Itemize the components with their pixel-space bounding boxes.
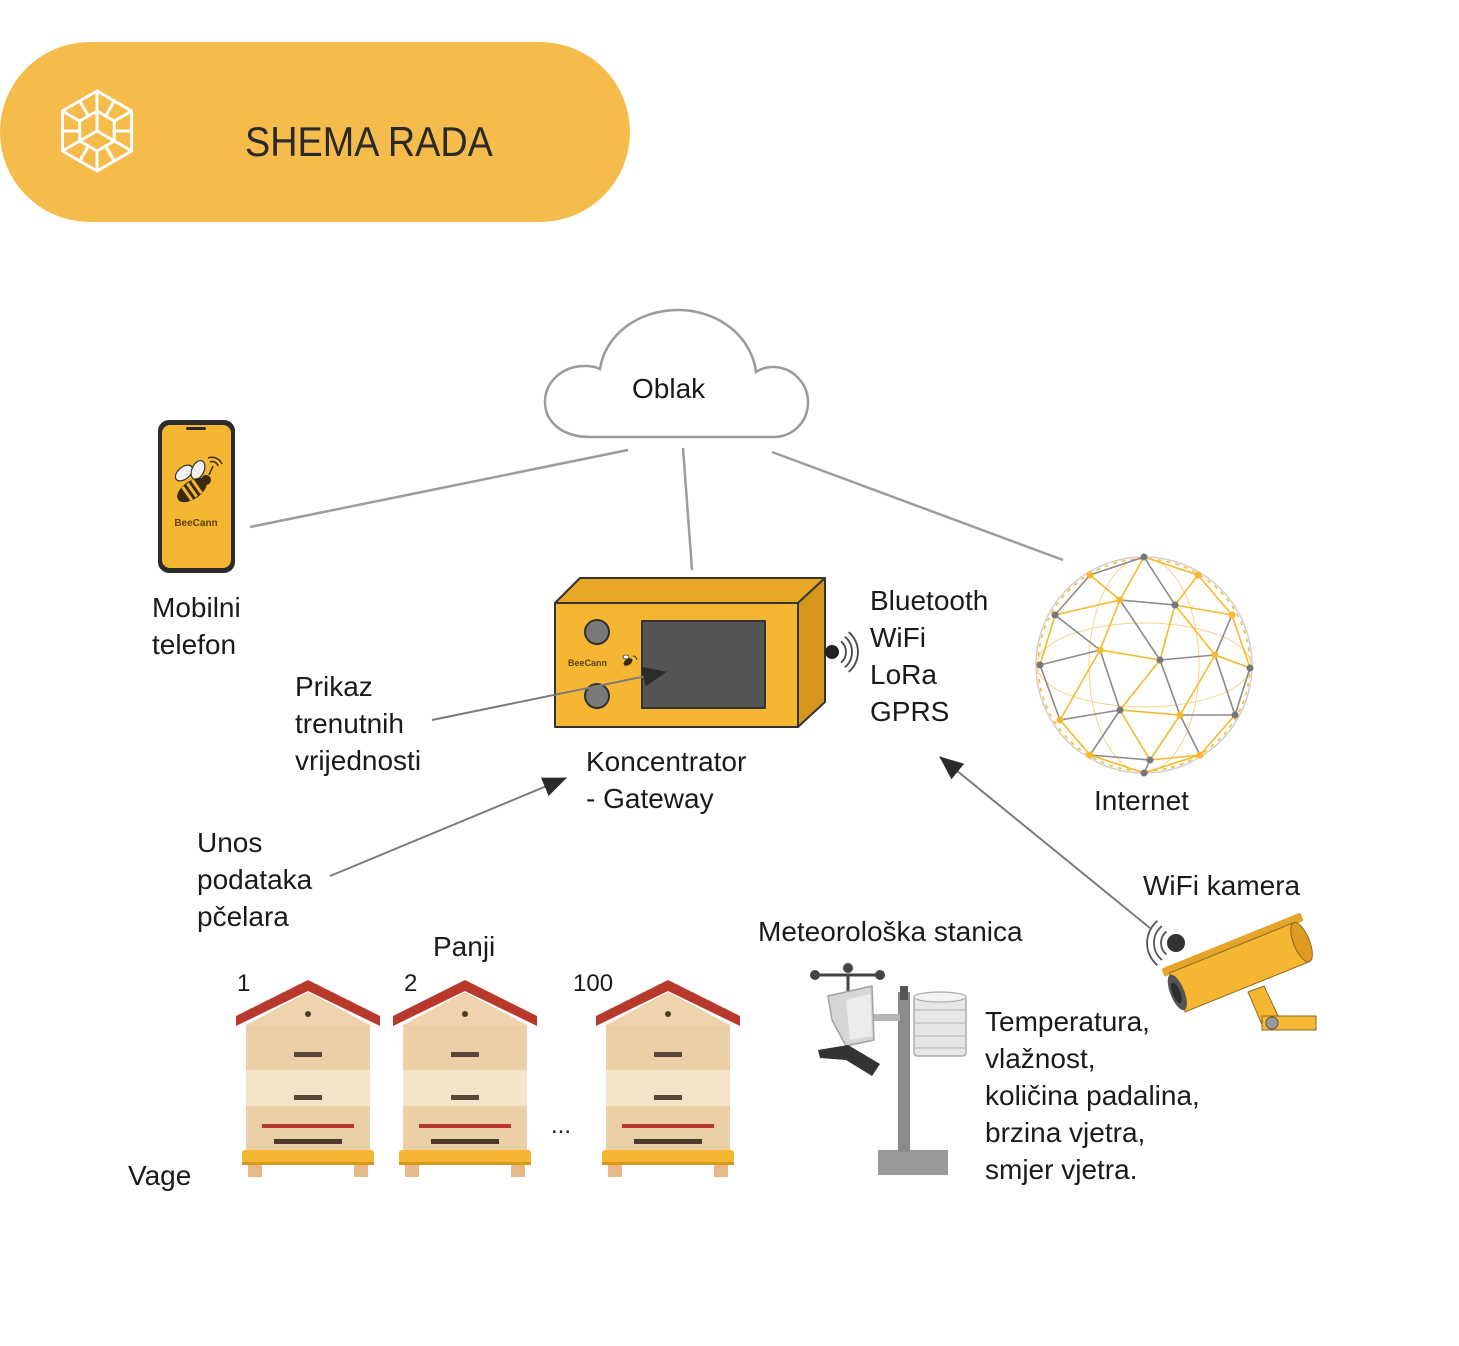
weather-station-label: Meteorološka stanica xyxy=(758,916,1023,947)
measurement-item: brzina vjetra, xyxy=(985,1117,1146,1148)
connectivity-list: Bluetooth WiFi LoRa GPRS xyxy=(870,582,988,730)
gateway-button-bottom xyxy=(584,683,610,709)
scales-label: Vage xyxy=(128,1160,192,1191)
anemometer xyxy=(810,963,885,992)
arrow-display-to-screen xyxy=(431,666,667,721)
globe-network-icon xyxy=(1035,553,1254,777)
gateway-label: Koncentrator - Gateway xyxy=(586,743,746,817)
station-base xyxy=(878,1150,948,1175)
gateway-bee-icon xyxy=(622,654,638,666)
measurement-item: količina padalina, xyxy=(985,1080,1200,1111)
hive-roof xyxy=(236,980,380,1026)
beehive-100 xyxy=(596,980,740,1177)
phone-label: Mobilni telefon xyxy=(152,589,241,663)
station-pole-cap xyxy=(900,986,908,1000)
mobile-phone: BeeCann xyxy=(158,420,235,573)
hive-ellipsis: ... xyxy=(551,1112,572,1139)
hive-roof xyxy=(393,980,537,1026)
weather-station xyxy=(810,963,967,1175)
cloud-label: Oblak xyxy=(632,373,706,404)
flow-arrows xyxy=(329,666,1151,929)
header-banner xyxy=(0,42,630,222)
hexagon-cubes-strokes xyxy=(60,89,134,173)
input-note-line: pčelara xyxy=(197,901,289,932)
camera-mount-joint xyxy=(1265,1016,1279,1030)
wireless-signal-icon xyxy=(825,631,859,673)
hive-number: 1 xyxy=(237,970,251,997)
phone-brand-logo: BeeCann xyxy=(174,518,217,529)
hive-scale xyxy=(602,1150,734,1164)
gateway-label-line: - Gateway xyxy=(586,783,714,814)
cloud-connectors xyxy=(249,447,1064,571)
gateway-top-face xyxy=(554,577,826,604)
measurement-item: Temperatura, xyxy=(985,1006,1150,1037)
sensor-housing-front xyxy=(846,994,872,1040)
gateway-side-face xyxy=(797,577,826,728)
hives-label: Panji xyxy=(433,931,496,962)
gateway-button-top xyxy=(584,619,610,645)
gateway-device xyxy=(554,577,826,728)
phone-speaker xyxy=(186,427,206,430)
gateway-screen xyxy=(641,620,766,709)
gateway-label-line: Koncentrator xyxy=(586,746,747,777)
display-note-line: vrijednosti xyxy=(295,745,422,776)
hexagon-cubes-icon xyxy=(60,89,134,173)
input-note: Unos podataka pčelara xyxy=(197,824,312,935)
hive-scale xyxy=(242,1150,374,1164)
page-title: SHEMA RADA xyxy=(245,118,493,165)
connectivity-item: Bluetooth xyxy=(870,585,989,616)
connector-cloud-internet xyxy=(771,450,1064,562)
connectivity-item: GPRS xyxy=(870,696,950,727)
beehive-1 xyxy=(236,980,380,1177)
wifi-camera xyxy=(1146,913,1317,1031)
hive-number: 100 xyxy=(573,970,614,997)
connectivity-item: LoRa xyxy=(870,659,937,690)
hive-roof xyxy=(596,980,740,1026)
radiation-shield xyxy=(913,991,967,1057)
station-cross-arm xyxy=(858,1014,900,1021)
station-pole xyxy=(898,992,910,1152)
phone-label-line: Mobilni xyxy=(152,592,241,623)
hive-number: 2 xyxy=(404,970,418,997)
display-note-line: Prikaz xyxy=(295,671,373,702)
wireless-signal-icon xyxy=(1146,920,1185,966)
input-note-line: podataka xyxy=(197,864,313,895)
measurements-list: Temperatura, vlažnost, količina padalina… xyxy=(985,1003,1200,1188)
connector-cloud-phone xyxy=(249,448,629,529)
connector-cloud-gateway xyxy=(681,447,694,571)
phone-label-line: telefon xyxy=(152,629,237,660)
camera-label: WiFi kamera xyxy=(1143,870,1301,901)
input-note-line: Unos xyxy=(197,827,263,858)
gateway-brand-logo: BeeCann xyxy=(568,658,607,668)
internet-label: Internet xyxy=(1094,785,1189,816)
beehive-2 xyxy=(393,980,537,1177)
hive-scale xyxy=(399,1150,531,1164)
cloud-icon xyxy=(543,308,810,439)
camera-body xyxy=(1161,913,1313,1013)
measurement-item: vlažnost, xyxy=(985,1043,1096,1074)
display-note-line: trenutnih xyxy=(295,708,404,739)
display-note: Prikaz trenutnih vrijednosti xyxy=(295,668,421,779)
bee-logo-icon xyxy=(174,456,223,503)
arrow-input-to-gateway xyxy=(329,777,567,877)
arrow-camera-to-gateway xyxy=(939,756,1151,929)
measurement-item: smjer vjetra. xyxy=(985,1154,1138,1185)
wind-vane-tail xyxy=(818,1045,880,1076)
connectivity-item: WiFi xyxy=(870,622,926,653)
